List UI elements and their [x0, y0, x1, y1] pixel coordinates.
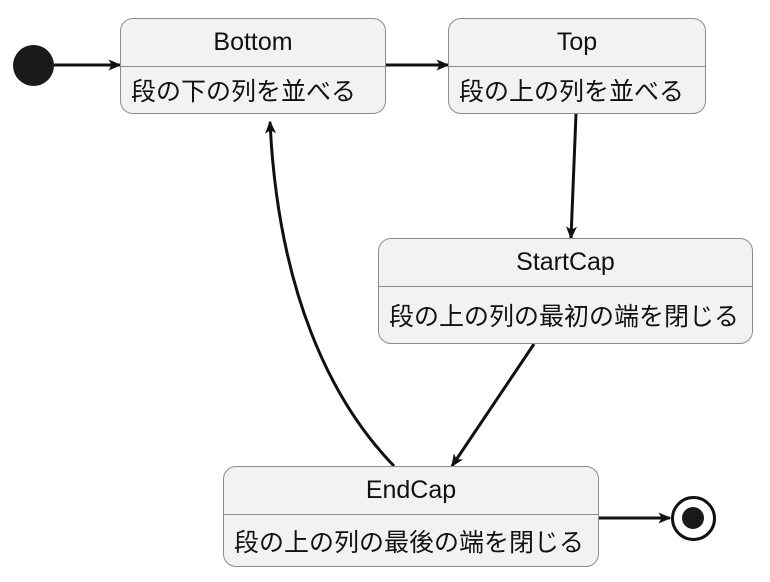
state-activity-startcap: 段の上の列の最初の端を閉じる	[389, 303, 740, 331]
state-node-top[interactable]: Top 段の上の列を並べる	[448, 18, 706, 114]
transition-startcap-to-endcap	[450, 343, 536, 468]
state-divider-startcap	[379, 286, 752, 287]
state-node-endcap[interactable]: EndCap 段の上の列の最後の端を閉じる	[223, 466, 599, 567]
state-divider-bottom	[121, 66, 385, 67]
state-divider-endcap	[224, 514, 598, 515]
final-state-inner-dot	[682, 507, 704, 529]
state-title-startcap: StartCap	[516, 248, 615, 276]
state-divider-top	[449, 66, 705, 67]
state-node-bottom[interactable]: Bottom 段の下の列を並べる	[120, 18, 386, 114]
state-activity-bottom: 段の下の列を並べる	[131, 78, 357, 106]
state-title-top: Top	[556, 28, 598, 56]
state-title-endcap: EndCap	[365, 476, 457, 504]
transition-top-to-startcap	[565, 113, 578, 240]
state-title-bottom: Bottom	[213, 28, 293, 56]
initial-state-node[interactable]	[13, 45, 54, 86]
state-activity-top: 段の上の列を並べる	[459, 78, 685, 106]
final-state-node[interactable]	[671, 496, 716, 541]
state-activity-endcap: 段の上の列の最後の端を閉じる	[234, 528, 585, 557]
transition-endcap-to-bottom	[265, 120, 396, 468]
state-node-startcap[interactable]: StartCap 段の上の列の最初の端を閉じる	[378, 238, 753, 344]
